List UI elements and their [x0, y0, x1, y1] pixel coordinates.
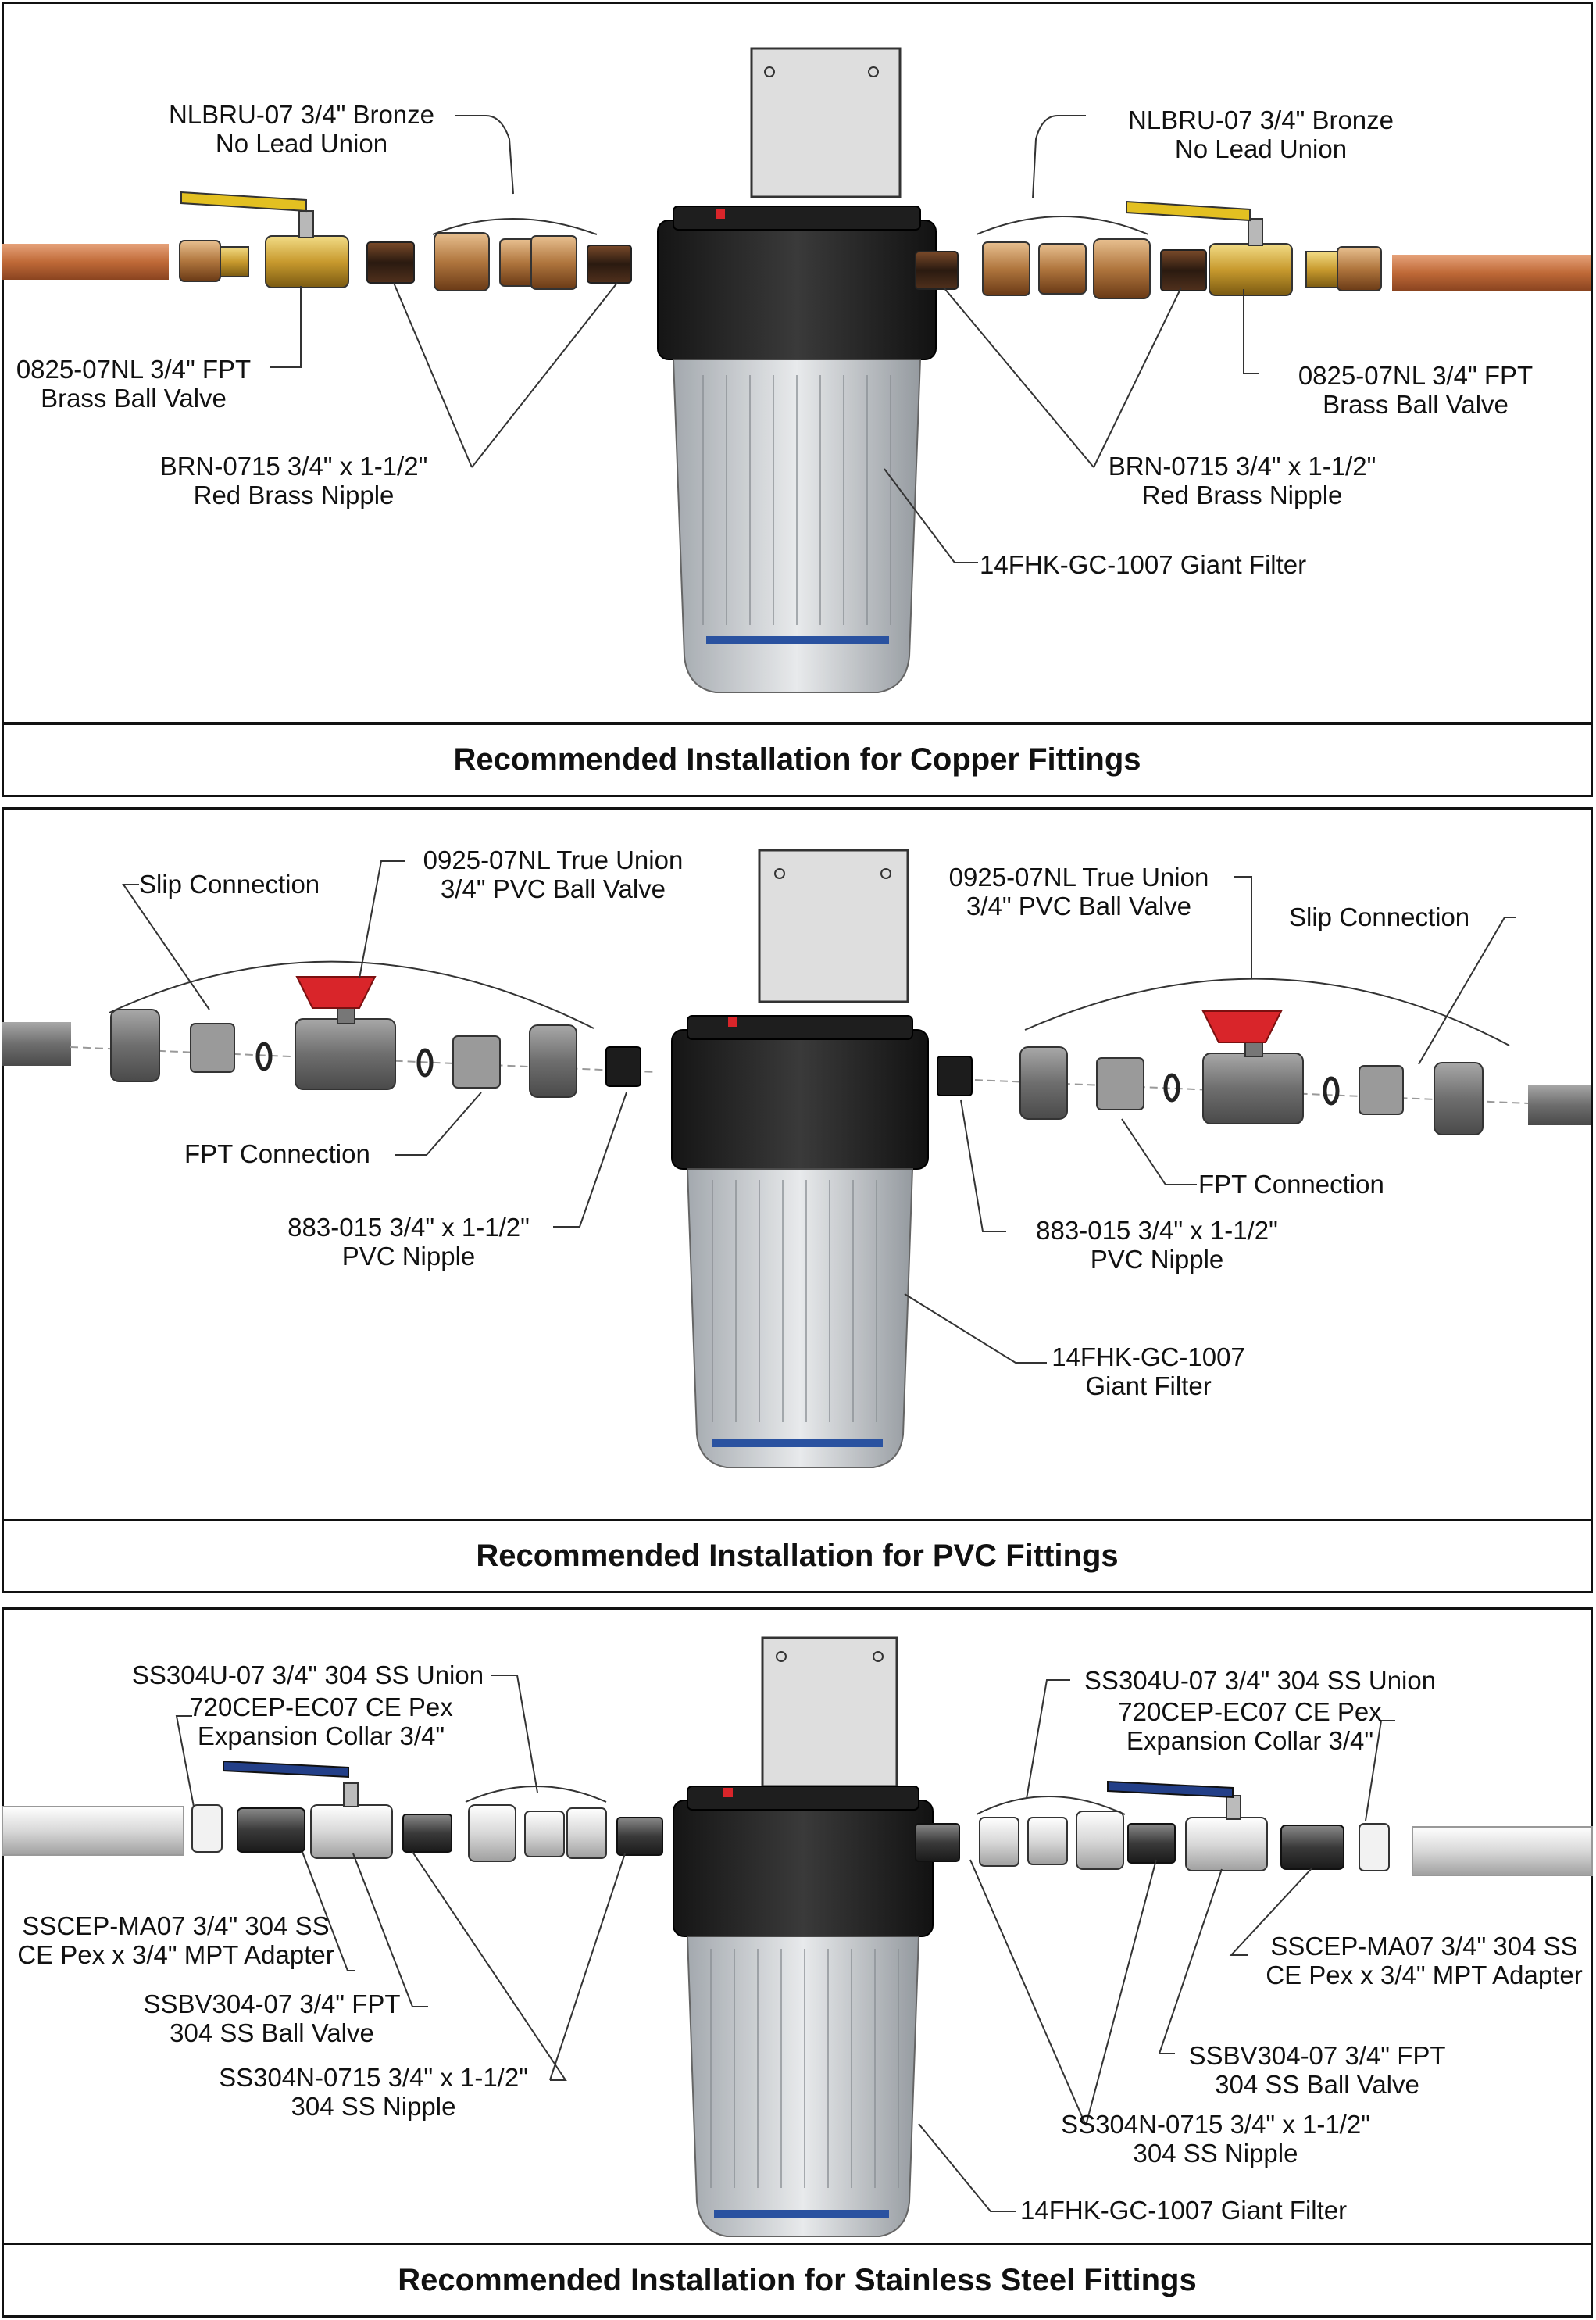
label-ss-nipple-right: SS304N-0715 3/4" x 1-1/2" 304 SS Nipple [1044, 2110, 1387, 2168]
label-ss-filter-line: 14FHK-GC-1007 Giant Filter [1020, 2196, 1348, 2225]
label-ss-adapter-left: SSCEP-MA07 3/4" 304 SS CE Pex x 3/4" MPT… [8, 1911, 344, 1969]
label-nipple-right-line1: BRN-0715 3/4" x 1-1/2" [1108, 452, 1376, 481]
label-pvc-valve-left-line2: 3/4" PVC Ball Valve [440, 874, 666, 903]
label-pvc-filter: 14FHK-GC-1007 Giant Filter [1047, 1342, 1250, 1400]
label-pvc-nipple-right-line1: 883-015 3/4" x 1-1/2" [1036, 1216, 1278, 1245]
label-ss-valve-left-line1: SSBV304-07 3/4" FPT [143, 1989, 401, 2018]
copper-pipe-left [2, 244, 169, 280]
label-ss-collar-right: 720CEP-EC07 CE Pex Expansion Collar 3/4" [1109, 1697, 1391, 1755]
label-pvc-fpt-left: FPT Connection [184, 1139, 395, 1168]
label-ss-adapter-right-line1: SSCEP-MA07 3/4" 304 SS [1270, 1932, 1578, 1961]
copper-panel-caption: Recommended Installation for Copper Fitt… [2, 723, 1593, 797]
label-pvc-slip-left-line: Slip Connection [139, 870, 320, 899]
label-pvc-nipple-left-line1: 883-015 3/4" x 1-1/2" [287, 1213, 530, 1242]
copper-diagram-art [2, 47, 1591, 693]
brass-ball-valve-right [1126, 200, 1293, 296]
label-ss-adapter-right: SSCEP-MA07 3/4" 304 SS CE Pex x 3/4" MPT… [1256, 1932, 1592, 1989]
label-pvc-filter-line2: Giant Filter [1085, 1371, 1212, 1400]
label-pvc-valve-right: 0925-07NL True Union 3/4" PVC Ball Valve [927, 863, 1231, 920]
bronze-union-right [982, 238, 1151, 299]
label-union-right-line2: No Lead Union [1174, 134, 1348, 163]
copper-leader-lines [270, 115, 1259, 563]
label-ss-valve-right-line2: 304 SS Ball Valve [1215, 2070, 1419, 2099]
label-pvc-fpt-right: FPT Connection [1198, 1170, 1409, 1199]
label-filter-line: 14FHK-GC-1007 Giant Filter [980, 550, 1307, 579]
label-ss-filter: 14FHK-GC-1007 Giant Filter [1020, 2196, 1380, 2225]
label-nipple-left-line1: BRN-0715 3/4" x 1-1/2" [159, 452, 428, 481]
label-valve-left-line2: Brass Ball Valve [41, 384, 227, 413]
label-pvc-nipple-right-line2: PVC Nipple [1090, 1245, 1224, 1274]
label-ss-adapter-left-line2: CE Pex x 3/4" MPT Adapter [17, 1940, 334, 1969]
label-union-left-line2: No Lead Union [215, 129, 388, 158]
copper-adapter-right [1305, 246, 1382, 291]
label-union-left: NLBRU-07 3/4" Bronze No Lead Union [153, 100, 450, 158]
label-pvc-slip-left: Slip Connection [139, 870, 358, 899]
label-ss-collar-left-line2: Expansion Collar 3/4" [197, 1721, 445, 1750]
brass-nipple-right-1 [915, 251, 959, 290]
label-valve-left-line1: 0825-07NL 3/4" FPT [16, 355, 252, 384]
label-ss-collar-right-line1: 720CEP-EC07 CE Pex [1118, 1697, 1382, 1726]
label-ss-adapter-right-line2: CE Pex x 3/4" MPT Adapter [1266, 1961, 1583, 1989]
label-ss-valve-right: SSBV304-07 3/4" FPT 304 SS Ball Valve [1176, 2041, 1458, 2099]
label-union-left-line1: NLBRU-07 3/4" Bronze [168, 100, 435, 129]
label-ss-nipple-right-line1: SS304N-0715 3/4" x 1-1/2" [1061, 2110, 1370, 2139]
label-valve-right-line2: Brass Ball Valve [1323, 390, 1509, 419]
label-ss-union-right-line: SS304U-07 3/4" 304 SS Union [1084, 1666, 1437, 1695]
stainless-panel-caption: Recommended Installation for Stainless S… [2, 2243, 1593, 2318]
label-pvc-fpt-left-line: FPT Connection [184, 1139, 370, 1168]
label-nipple-left-line2: Red Brass Nipple [193, 481, 395, 509]
label-pvc-valve-right-line1: 0925-07NL True Union [948, 863, 1209, 892]
label-ss-union-left: SS304U-07 3/4" 304 SS Union [128, 1660, 487, 1689]
pvc-panel-caption: Recommended Installation for PVC Fitting… [2, 1519, 1593, 1593]
label-pvc-filter-line1: 14FHK-GC-1007 [1052, 1342, 1245, 1371]
label-ss-collar-right-line2: Expansion Collar 3/4" [1126, 1726, 1374, 1755]
label-ss-nipple-left-line2: 304 SS Nipple [291, 2092, 456, 2121]
label-ss-collar-left-line1: 720CEP-EC07 CE Pex [189, 1693, 453, 1721]
label-valve-right: 0825-07NL 3/4" FPT Brass Ball Valve [1275, 361, 1556, 419]
label-pvc-valve-right-line2: 3/4" PVC Ball Valve [966, 892, 1192, 920]
label-ss-nipple-left-line1: SS304N-0715 3/4" x 1-1/2" [219, 2063, 528, 2092]
label-filter: 14FHK-GC-1007 Giant Filter [980, 550, 1339, 579]
label-ss-adapter-left-line1: SSCEP-MA07 3/4" 304 SS [22, 1911, 330, 1940]
label-pvc-slip-right-line: Slip Connection [1289, 903, 1470, 931]
label-ss-valve-right-line1: SSBV304-07 3/4" FPT [1188, 2041, 1446, 2070]
copper-adapter-left [179, 240, 249, 282]
label-ss-valve-left: SSBV304-07 3/4" FPT 304 SS Ball Valve [131, 1989, 412, 2047]
giant-filter [657, 47, 937, 693]
label-union-right-line1: NLBRU-07 3/4" Bronze [1127, 105, 1394, 134]
label-valve-left: 0825-07NL 3/4" FPT Brass Ball Valve [5, 355, 262, 413]
brass-ball-valve-left [180, 191, 349, 288]
label-ss-nipple-right-line2: 304 SS Nipple [1133, 2139, 1298, 2168]
label-ss-nipple-left: SS304N-0715 3/4" x 1-1/2" 304 SS Nipple [202, 2063, 545, 2121]
label-pvc-nipple-left-line2: PVC Nipple [341, 1242, 476, 1271]
brass-nipple-left-2 [587, 245, 632, 284]
copper-pipe-right [1392, 255, 1591, 291]
label-ss-union-left-line: SS304U-07 3/4" 304 SS Union [131, 1660, 484, 1689]
brass-nipple-left [366, 241, 415, 284]
brass-nipple-right-2 [1160, 249, 1207, 291]
label-pvc-valve-left: 0925-07NL True Union 3/4" PVC Ball Valve [405, 845, 702, 903]
label-ss-collar-left: 720CEP-EC07 CE Pex Expansion Collar 3/4" [184, 1693, 458, 1750]
label-nipple-left: BRN-0715 3/4" x 1-1/2" Red Brass Nipple [122, 452, 466, 509]
label-pvc-nipple-left: 883-015 3/4" x 1-1/2" PVC Nipple [266, 1213, 552, 1271]
label-union-right: NLBRU-07 3/4" Bronze No Lead Union [1112, 105, 1409, 163]
label-nipple-right: BRN-0715 3/4" x 1-1/2" Red Brass Nipple [1070, 452, 1414, 509]
label-pvc-nipple-right: 883-015 3/4" x 1-1/2" PVC Nipple [1012, 1216, 1301, 1274]
label-ss-valve-left-line2: 304 SS Ball Valve [170, 2018, 374, 2047]
label-pvc-slip-right: Slip Connection [1289, 903, 1508, 931]
bronze-union-left [434, 232, 577, 291]
label-pvc-valve-left-line1: 0925-07NL True Union [423, 845, 684, 874]
label-nipple-right-line2: Red Brass Nipple [1141, 481, 1343, 509]
label-valve-right-line1: 0825-07NL 3/4" FPT [1298, 361, 1534, 390]
label-ss-union-right: SS304U-07 3/4" 304 SS Union [1076, 1666, 1444, 1695]
label-pvc-fpt-right-line: FPT Connection [1198, 1170, 1384, 1199]
